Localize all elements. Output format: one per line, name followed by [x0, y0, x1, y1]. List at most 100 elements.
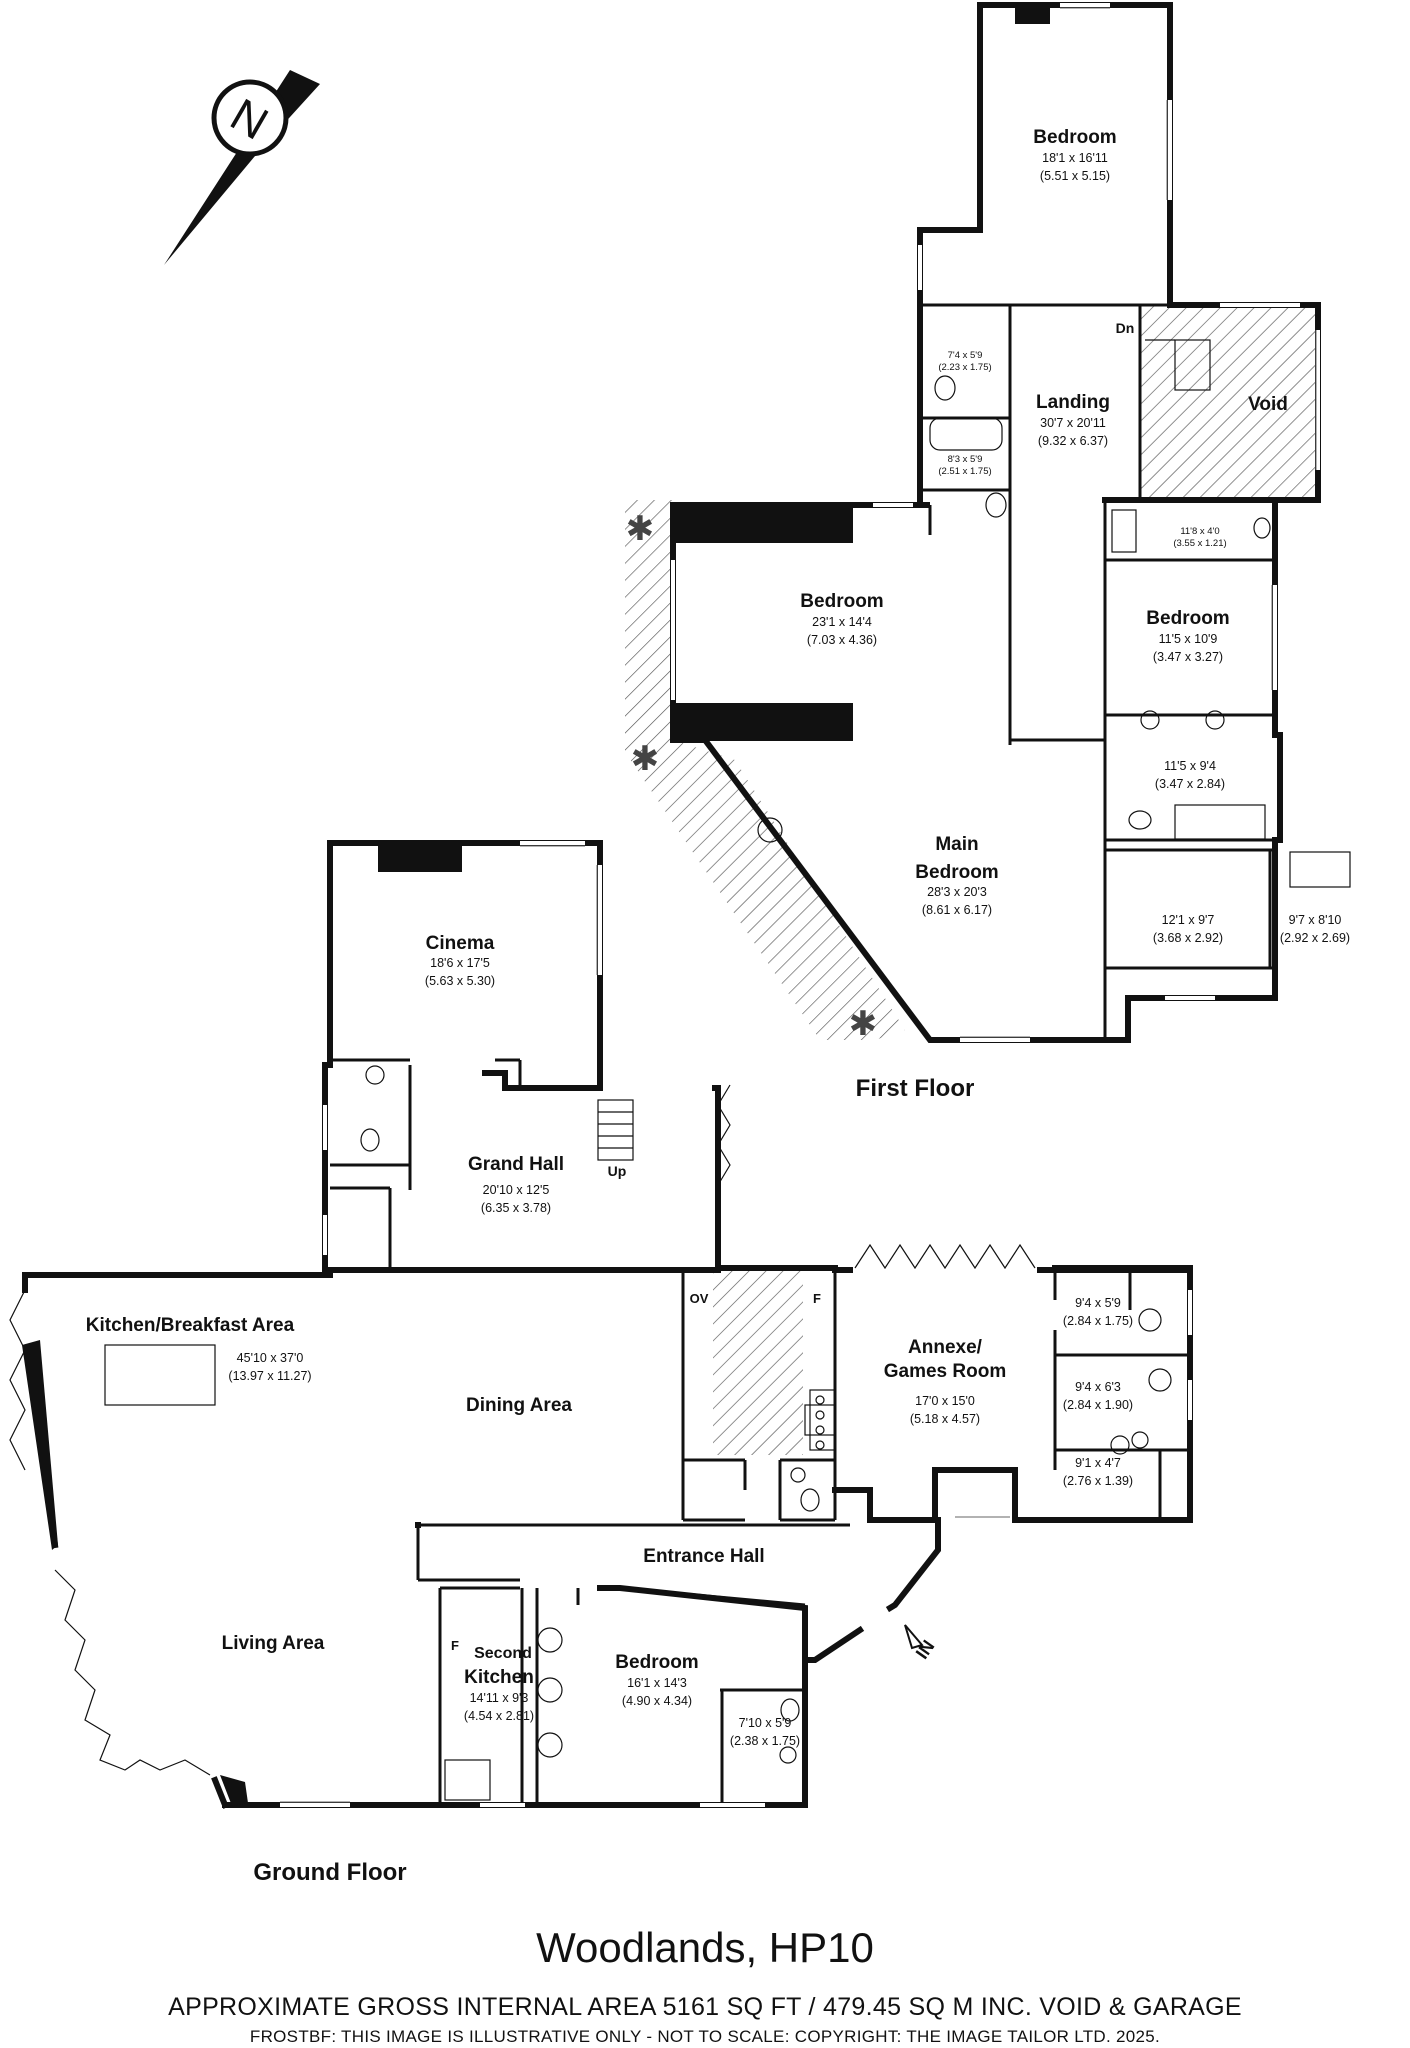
room-dimensions-metric: (6.35 x 3.78)	[481, 1201, 551, 1215]
room-name: Bedroom	[1033, 127, 1116, 148]
room-dimensions: 30'7 x 20'11	[1040, 416, 1106, 430]
room-dimensions-metric: (5.51 x 5.15)	[1040, 169, 1110, 183]
staircase	[597, 1099, 634, 1161]
room-name: Cinema	[426, 933, 495, 954]
chimney-block	[1015, 7, 1050, 24]
living-chimney-bottom	[220, 1775, 248, 1806]
room-dimensions: 20'10 x 12'5	[483, 1183, 550, 1197]
first-floor-windows	[671, 3, 1320, 1042]
room-name: Living Area	[222, 1633, 325, 1654]
room-dimensions-metric: (4.90 x 4.34)	[622, 1694, 692, 1708]
room-dimensions: 17'0 x 15'0	[915, 1394, 975, 1408]
room-dimensions-metric: (2.76 x 1.39)	[1063, 1474, 1133, 1488]
first-floor-fixtures	[757, 339, 1351, 888]
room-dimensions-metric: (5.18 x 4.57)	[910, 1412, 980, 1426]
property-title: Woodlands, HP10	[536, 1924, 874, 1971]
svg-text:✱: ✱	[626, 510, 655, 548]
room-dimensions-metric: (5.63 x 5.30)	[425, 974, 495, 988]
south-wall	[222, 1657, 808, 1808]
cinema-chimney-block	[378, 845, 462, 872]
room-dimensions: 11'5 x 9'4	[1164, 759, 1216, 773]
svg-text:✱: ✱	[849, 1005, 878, 1043]
room-dimensions: 7'4 x 5'9	[948, 350, 983, 361]
room-dimensions: 23'1 x 14'4	[812, 615, 872, 629]
room-dimensions: 18'6 x 17'5	[430, 956, 490, 970]
first-floor-interior-walls	[673, 303, 1275, 1040]
room-dimensions-metric: (2.84 x 1.90)	[1063, 1398, 1133, 1412]
room-dimensions-metric: (9.32 x 6.37)	[1038, 434, 1108, 448]
room-name: Void	[1248, 394, 1288, 415]
bifold-doors	[9, 1084, 1036, 1776]
room-dimensions-metric: (3.47 x 3.27)	[1153, 650, 1223, 664]
compass-rose: N	[164, 70, 320, 265]
void-area	[1140, 305, 1318, 500]
room-name: Entrance Hall	[643, 1546, 764, 1567]
balcony-area	[625, 500, 905, 1040]
room-dimensions-metric: (2.51 x 1.75)	[938, 466, 991, 477]
ground-floor-north-wall	[327, 1265, 853, 1273]
room-dimensions-metric: (3.68 x 2.92)	[1153, 931, 1223, 945]
room-dimensions: 11'5 x 10'9	[1159, 632, 1218, 646]
entrance-bedroom-wall	[597, 1585, 865, 1663]
room-dimensions: 18'1 x 16'11	[1042, 151, 1108, 165]
room-name-line-2: Bedroom	[915, 862, 998, 883]
room-name-line-2: Games Room	[884, 1361, 1006, 1382]
living-diagonal	[211, 1776, 229, 1809]
stairs-up-label: Up	[608, 1163, 627, 1179]
stairs-down-label: Dn	[1116, 320, 1135, 336]
fridge-label: F	[451, 1638, 459, 1653]
ground-floor-plan: Cinema 18'6 x 17'5 (5.63 x 5.30) Grand H…	[9, 840, 1193, 1886]
bathtub-main	[1174, 804, 1266, 840]
room-dimensions: 28'3 x 20'3	[927, 885, 987, 899]
ground-floor-outer-wall	[22, 1267, 333, 1293]
room-dimensions-metric: (13.97 x 11.27)	[228, 1369, 311, 1383]
ground-floor-fixtures	[104, 1065, 1172, 1801]
room-dimensions: 7'10 x 5'9	[739, 1716, 792, 1730]
room-dimensions-metric: (2.38 x 1.75)	[730, 1734, 800, 1748]
wardrobe-block-top	[675, 505, 853, 543]
room-name: Bedroom	[800, 591, 883, 612]
ground-south-east	[885, 1517, 941, 1613]
breakfast-table	[104, 1344, 216, 1406]
entrance-arrow-icon	[904, 1624, 924, 1650]
room-dimensions-metric: (3.55 x 1.21)	[1173, 538, 1226, 549]
bathtub	[929, 417, 1003, 451]
room-dimensions: 9'4 x 5'9	[1075, 1296, 1121, 1310]
kitchen-hatched-area	[713, 1270, 803, 1455]
plant-icon: ✱ ✱ ✱	[626, 510, 878, 1043]
disclaimer-text: FROSTBF: THIS IMAGE IS ILLUSTRATIVE ONLY…	[250, 2027, 1160, 2046]
room-dimensions: 9'4 x 6'3	[1075, 1380, 1121, 1394]
area-summary: APPROXIMATE GROSS INTERNAL AREA 5161 SQ …	[168, 1993, 1242, 2021]
ground-floor-windows	[280, 841, 1192, 1807]
room-name: Annexe/	[908, 1337, 983, 1358]
room-dimensions: 45'10 x 37'0	[237, 1351, 304, 1365]
room-dimensions-metric: (3.47 x 2.84)	[1155, 777, 1225, 791]
room-name-line-2: Kitchen	[464, 1667, 534, 1688]
room-dimensions: 9'1 x 4'7	[1075, 1456, 1121, 1470]
room-dimensions: 12'1 x 9'7	[1162, 913, 1215, 927]
floor-label: First Floor	[856, 1075, 975, 1102]
room-name: Dining Area	[466, 1395, 572, 1416]
grand-hall-wall	[482, 1070, 523, 1091]
room-name: Main	[935, 834, 978, 855]
compass-circle	[211, 79, 289, 157]
annexe-outer	[832, 1267, 1193, 1523]
room-name: Bedroom	[1146, 608, 1229, 629]
living-chimney-left	[22, 1340, 58, 1550]
room-dimensions-metric: (7.03 x 4.36)	[807, 633, 877, 647]
first-floor-plan: ✱ ✱ ✱ Bedroom 18'1 x 16'11 (5.51 x 5.15)…	[625, 2, 1351, 1102]
room-dimensions-metric: (4.54 x 2.81)	[464, 1709, 534, 1723]
room-name: Grand Hall	[468, 1154, 564, 1175]
room-name: Second	[474, 1645, 532, 1662]
room-dimensions: 11'8 x 4'0	[1180, 526, 1219, 537]
room-dimensions-metric: (2.92 x 2.69)	[1280, 931, 1350, 945]
room-name: Landing	[1036, 392, 1110, 413]
ground-floor-interior-walls	[330, 1058, 1190, 1805]
room-dimensions-metric: (2.23 x 1.75)	[938, 362, 991, 373]
floor-label: Ground Floor	[253, 1859, 406, 1886]
grand-hall-east	[712, 1085, 721, 1273]
room-dimensions: 14'11 x 9'3	[470, 1691, 529, 1705]
fridge-label: F	[813, 1291, 821, 1306]
cinema-wall	[322, 840, 603, 1273]
